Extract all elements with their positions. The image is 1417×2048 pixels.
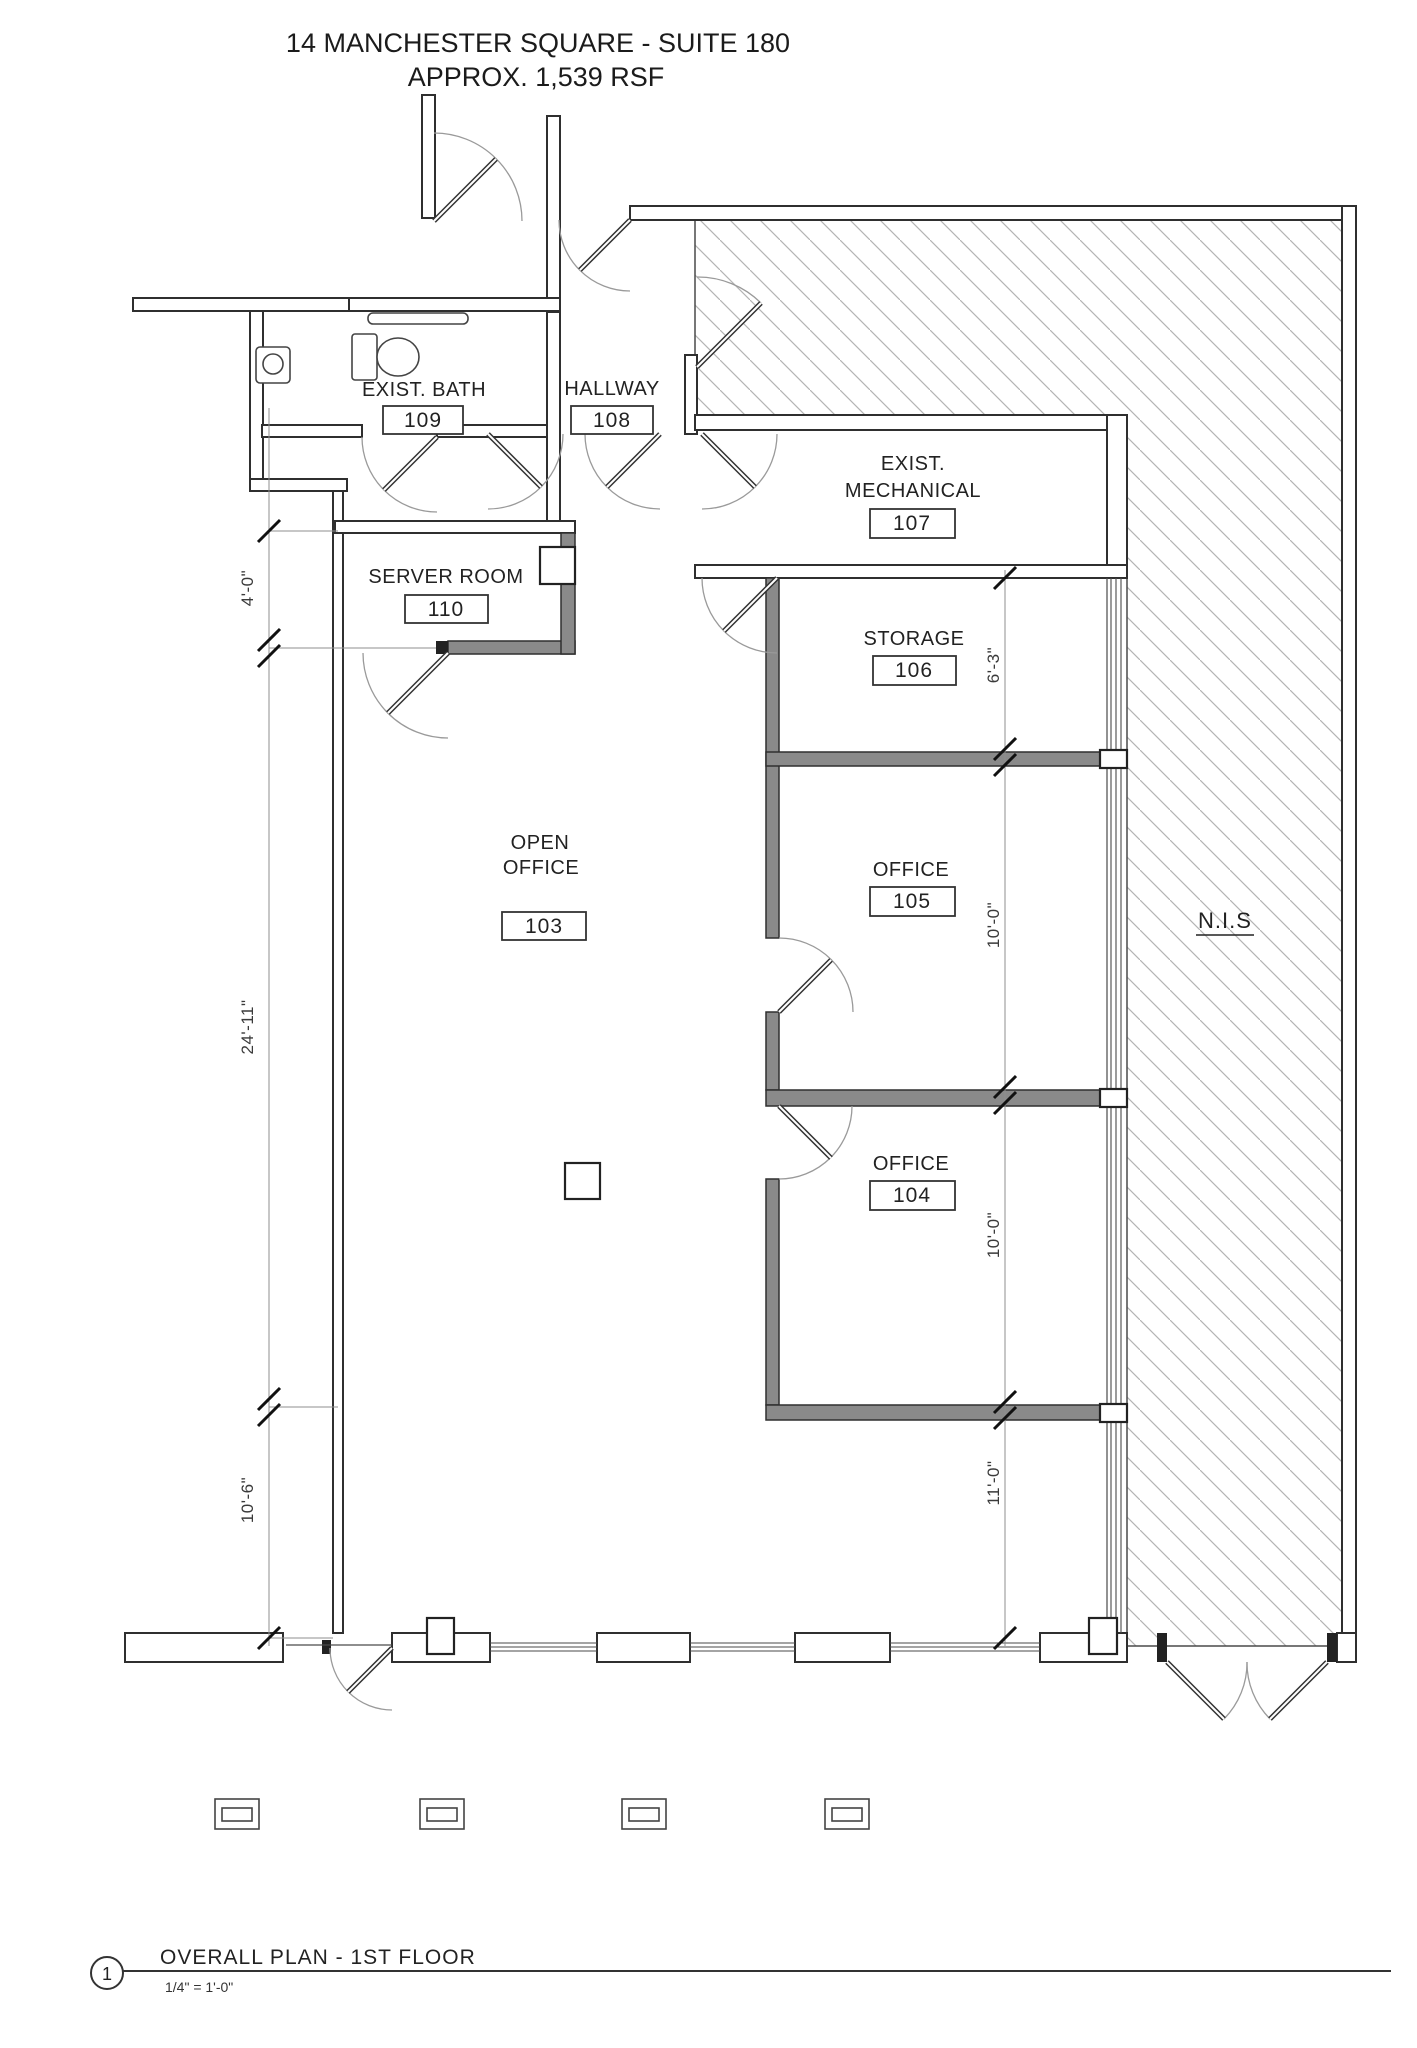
room-number-110: 110: [428, 598, 464, 621]
dim-left-10-6: 10'-6": [238, 1477, 257, 1523]
room-label-storage: STORAGE: [864, 628, 965, 650]
dim-right-10-0-b: 10'-0": [984, 1212, 1003, 1258]
dim-right-11-0: 11'-0": [984, 1460, 1003, 1505]
room-number-106: 106: [895, 659, 933, 682]
office-window-glazing: [1098, 578, 1129, 1633]
room-number-box-110: [404, 594, 489, 624]
room-labels: EXIST. BATH 109 HALLWAY 108 EXIST. MECHA…: [362, 378, 1254, 1211]
detail-number-circle: [90, 1956, 124, 1990]
room-label-exist-bath: EXIST. BATH: [362, 379, 486, 401]
bath-fixtures: [255, 312, 469, 384]
dim-right-10-0-a: 10'-0": [984, 902, 1003, 948]
columns: [425, 545, 1119, 1656]
existing-walls: [124, 94, 1357, 1663]
dimension-left: 4'-0" 24'-11" 10'-6": [238, 408, 436, 1651]
room-number-box-104: [869, 1180, 956, 1211]
footer-title: OVERALL PLAN - 1ST FLOOR: [160, 1946, 476, 1969]
room-label-hallway: HALLWAY: [564, 378, 659, 400]
sink-basin: [262, 353, 284, 375]
nis-area-label: N.I.S: [1198, 908, 1252, 933]
grab-bar: [367, 312, 469, 325]
footer-scale: 1/4" = 1'-0": [165, 1979, 233, 1995]
dim-right-6-3: 6'-3": [984, 647, 1003, 683]
room-label-open-office-line2: OFFICE: [503, 857, 579, 879]
detail-number: 1: [102, 1964, 112, 1984]
room-number-box-108: [570, 405, 654, 435]
dim-left-24-11: 24'-11": [238, 1000, 257, 1055]
plan-title-line2: APPROX. 1,539 RSF: [408, 62, 665, 92]
room-number-box-109: [382, 405, 464, 435]
room-number-box-106: [872, 655, 957, 686]
room-number-108: 108: [593, 409, 631, 432]
room-label-office-105: OFFICE: [873, 859, 949, 881]
plan-title: 14 MANCHESTER SQUARE - SUITE 180 APPROX.…: [286, 28, 790, 92]
room-number-105: 105: [893, 890, 931, 913]
room-label-office-104: OFFICE: [873, 1153, 949, 1175]
dimension-right: 6'-3" 10'-0" 10'-0" 11'-0": [984, 565, 1018, 1651]
room-label-server-room: SERVER ROOM: [368, 566, 523, 588]
room-number-103: 103: [525, 915, 563, 938]
plan-title-line1: 14 MANCHESTER SQUARE - SUITE 180: [286, 28, 790, 58]
room-number-box-105: [869, 886, 956, 917]
footer: 1 OVERALL PLAN - 1ST FLOOR 1/4" = 1'-0": [90, 1946, 1391, 1995]
dim-left-4-0: 4'-0": [238, 570, 257, 606]
room-label-mechanical-line2: MECHANICAL: [845, 480, 981, 502]
room-number-109: 109: [404, 409, 442, 432]
room-number-box-107: [869, 508, 956, 539]
fixture-symbols: [214, 1798, 870, 1830]
room-number-box-103: [501, 911, 587, 941]
room-number-107: 107: [893, 512, 931, 535]
room-label-open-office-line1: OPEN: [511, 832, 570, 854]
new-walls: [436, 532, 1108, 1421]
toilet-tank: [351, 333, 378, 381]
door-leaves: [346, 157, 1329, 1721]
storefront-glazing: [286, 1642, 1040, 1652]
toilet-bowl: [376, 337, 420, 377]
room-label-mechanical-line1: EXIST.: [881, 453, 945, 475]
room-number-104: 104: [893, 1184, 931, 1207]
